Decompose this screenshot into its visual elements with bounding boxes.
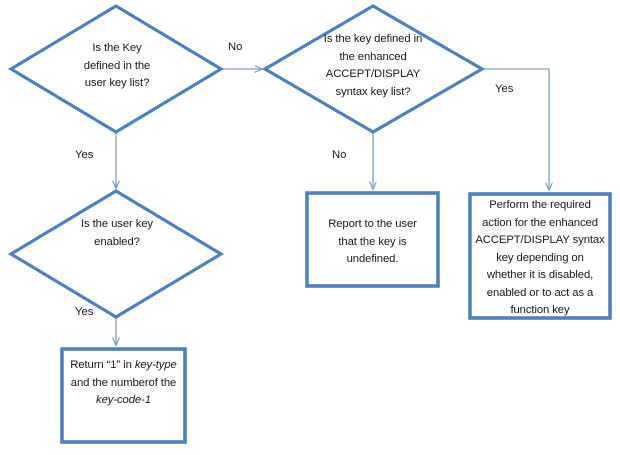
decision-node-key-in-enhanced-syntax-list[interactable] [261,4,486,134]
edge-label-no-d1-d2: No [228,41,243,53]
process-node-perform-required-action[interactable] [468,192,612,320]
process-node-report-undefined[interactable] [305,191,440,288]
process-node-return-key-type[interactable] [60,347,187,444]
edge-label-yes-d1-d3: Yes [75,149,94,161]
connector-d2-to-b3 [483,68,549,190]
decision-node-user-key-enabled[interactable] [7,189,225,319]
edge-label-yes-d3-b1: Yes [75,306,94,318]
edge-label-no-d2-b2: No [332,149,347,161]
edge-label-yes-d2-b3: Yes [495,83,514,95]
decision-node-key-in-user-key-list[interactable] [7,4,225,134]
